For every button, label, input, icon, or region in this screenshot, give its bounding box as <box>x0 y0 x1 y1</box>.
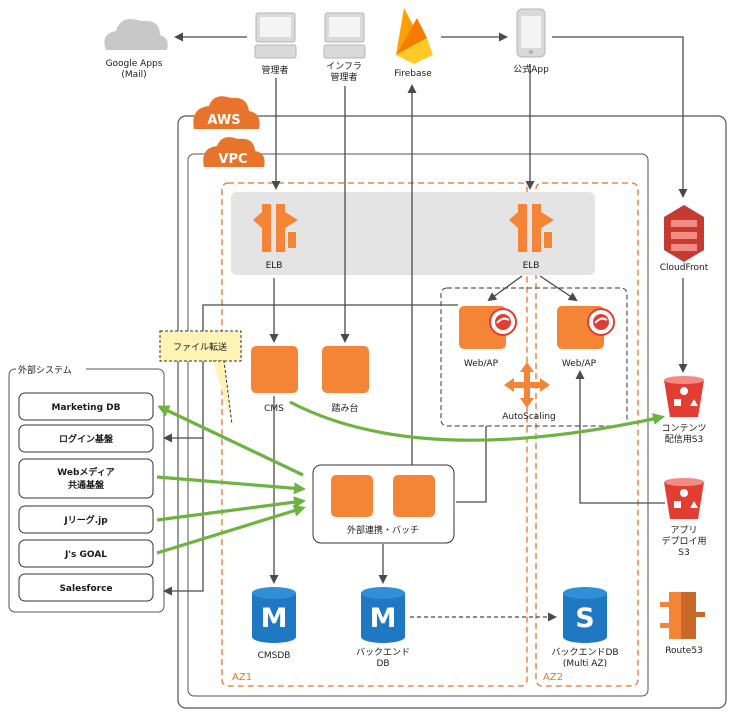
green-batch-to-marketing <box>157 405 304 477</box>
green-flows <box>156 400 665 555</box>
jleague-label: Jリーグ.jp <box>63 514 108 526</box>
web-ap-2-instance-icon <box>557 306 615 349</box>
backend-db-multi-az-sub-label: (Multi AZ) <box>563 659 607 669</box>
backend-db-multi-az-letter: S <box>575 603 594 634</box>
batch-instance-2-icon <box>393 475 435 517</box>
external-item-jsgoal: J's GOAL <box>18 539 154 568</box>
google-apps-cloud-icon <box>104 18 168 50</box>
login-platform-label: ログイン基盤 <box>59 433 114 445</box>
admin-desktop-icon <box>254 12 297 59</box>
s3-deploy-bucket-icon <box>664 478 704 519</box>
autoscaling-label: AutoScaling <box>502 412 556 422</box>
web-ap-1-instance-icon <box>459 306 517 349</box>
external-title-bg <box>16 364 86 375</box>
elb-panel <box>231 192 595 275</box>
connectors <box>163 32 688 622</box>
green-cms-to-s3 <box>289 400 665 442</box>
line-webap-to-external <box>163 304 458 596</box>
aws-label: AWS <box>207 113 240 128</box>
route53-icon <box>660 592 705 639</box>
elb-right-label: ELB <box>523 261 540 271</box>
external-item-marketing-db: Marketing DB <box>18 392 154 421</box>
firebase-label: Firebase <box>394 69 432 79</box>
infra-sub-label: 管理者 <box>330 71 357 83</box>
cloudfront-icon <box>664 205 704 262</box>
backend-db-letter: M <box>370 603 397 634</box>
backend-db-multi-az-icon: S <box>563 587 607 643</box>
cloudfront-label: CloudFront <box>660 263 709 273</box>
vpc-box <box>187 153 649 697</box>
file-transfer-callout: ファイル転送 <box>159 330 242 425</box>
line-webap-to-batch <box>456 426 487 503</box>
google-apps-sub-label: (Mail) <box>121 70 146 80</box>
az2-label: AZ2 <box>543 672 563 683</box>
s3-deploy-label-1: アプリ <box>670 525 697 536</box>
az1-box <box>221 182 528 687</box>
mobile-phone-icon <box>516 8 546 58</box>
external-item-jleague: Jリーグ.jp <box>18 505 154 534</box>
backend-db-label: バックエンド <box>356 647 410 658</box>
infra-desktop-icon <box>323 12 366 59</box>
cmsdb-icon: M <box>252 587 296 643</box>
cms-instance-icon <box>251 346 298 393</box>
autoscaling-arrows-icon <box>504 362 550 408</box>
green-jsgoal-to-batch <box>156 504 306 555</box>
web-media-label: Webメディア <box>57 466 115 478</box>
line-elb-to-webap2 <box>539 275 578 302</box>
backend-db-icon: M <box>361 587 405 643</box>
external-item-salesforce: Salesforce <box>18 573 154 602</box>
az2-box <box>535 182 639 687</box>
file-transfer-label: ファイル転送 <box>173 341 227 353</box>
aws-region-box <box>177 115 727 709</box>
green-jleague-to-batch <box>156 496 306 522</box>
autoscaling-group-box <box>440 287 628 427</box>
cmsdb-label: CMSDB <box>258 651 291 661</box>
cmsdb-letter: M <box>261 603 288 634</box>
marketing-db-label: Marketing DB <box>51 403 120 413</box>
line-elb-to-webap1 <box>487 275 523 302</box>
route53-label: Route53 <box>665 646 703 656</box>
infra-label: インフラ <box>326 61 362 72</box>
elb-left-label: ELB <box>266 261 283 271</box>
backend-db-sub-label: DB <box>376 659 389 669</box>
elb-left-icon <box>253 204 298 252</box>
vpc-cloud-tag: VPC <box>203 137 265 167</box>
line-app-to-cloudfront <box>552 36 688 198</box>
web-ap-2-label: Web/AP <box>562 359 597 369</box>
bastion-instance-icon <box>322 346 369 393</box>
app-label: 公式App <box>513 63 549 75</box>
elb-right-icon <box>509 204 554 252</box>
az1-label: AZ1 <box>232 672 252 683</box>
s3-deploy-label-2: デプロイ用 <box>661 535 706 547</box>
s3-content-sub-label: 配信用S3 <box>665 433 703 445</box>
batch-instance-1-icon <box>331 475 373 517</box>
backend-db-multi-az-label: バックエンドDB <box>551 647 618 658</box>
green-media-to-batch <box>156 475 306 495</box>
admin-label: 管理者 <box>261 64 288 76</box>
firebase-flame-icon <box>396 8 433 64</box>
web-ap-1-label: Web/AP <box>464 359 499 369</box>
aws-cloud-tag: AWS <box>193 96 260 129</box>
external-item-login-platform: ログイン基盤 <box>18 424 154 453</box>
s3-content-bucket-icon <box>664 376 704 417</box>
cms-label: CMS <box>264 404 284 414</box>
vpc-label: VPC <box>218 152 247 167</box>
salesforce-label: Salesforce <box>59 584 112 594</box>
bastion-label: 踏み台 <box>331 402 358 414</box>
s3-content-label: コンテンツ <box>661 423 706 434</box>
web-media-sub-label: 共通基盤 <box>68 479 105 491</box>
google-apps-label: Google Apps <box>106 59 163 69</box>
s3-deploy-label-3: S3 <box>678 548 689 558</box>
line-s3deploy-to-webap2 <box>575 370 665 504</box>
jsgoal-label: J's GOAL <box>64 550 107 560</box>
external-item-web-media: Webメディア 共通基盤 <box>18 458 154 499</box>
batch-label: 外部連携・バッチ <box>347 524 419 536</box>
external-systems-title: 外部システム <box>18 364 72 376</box>
